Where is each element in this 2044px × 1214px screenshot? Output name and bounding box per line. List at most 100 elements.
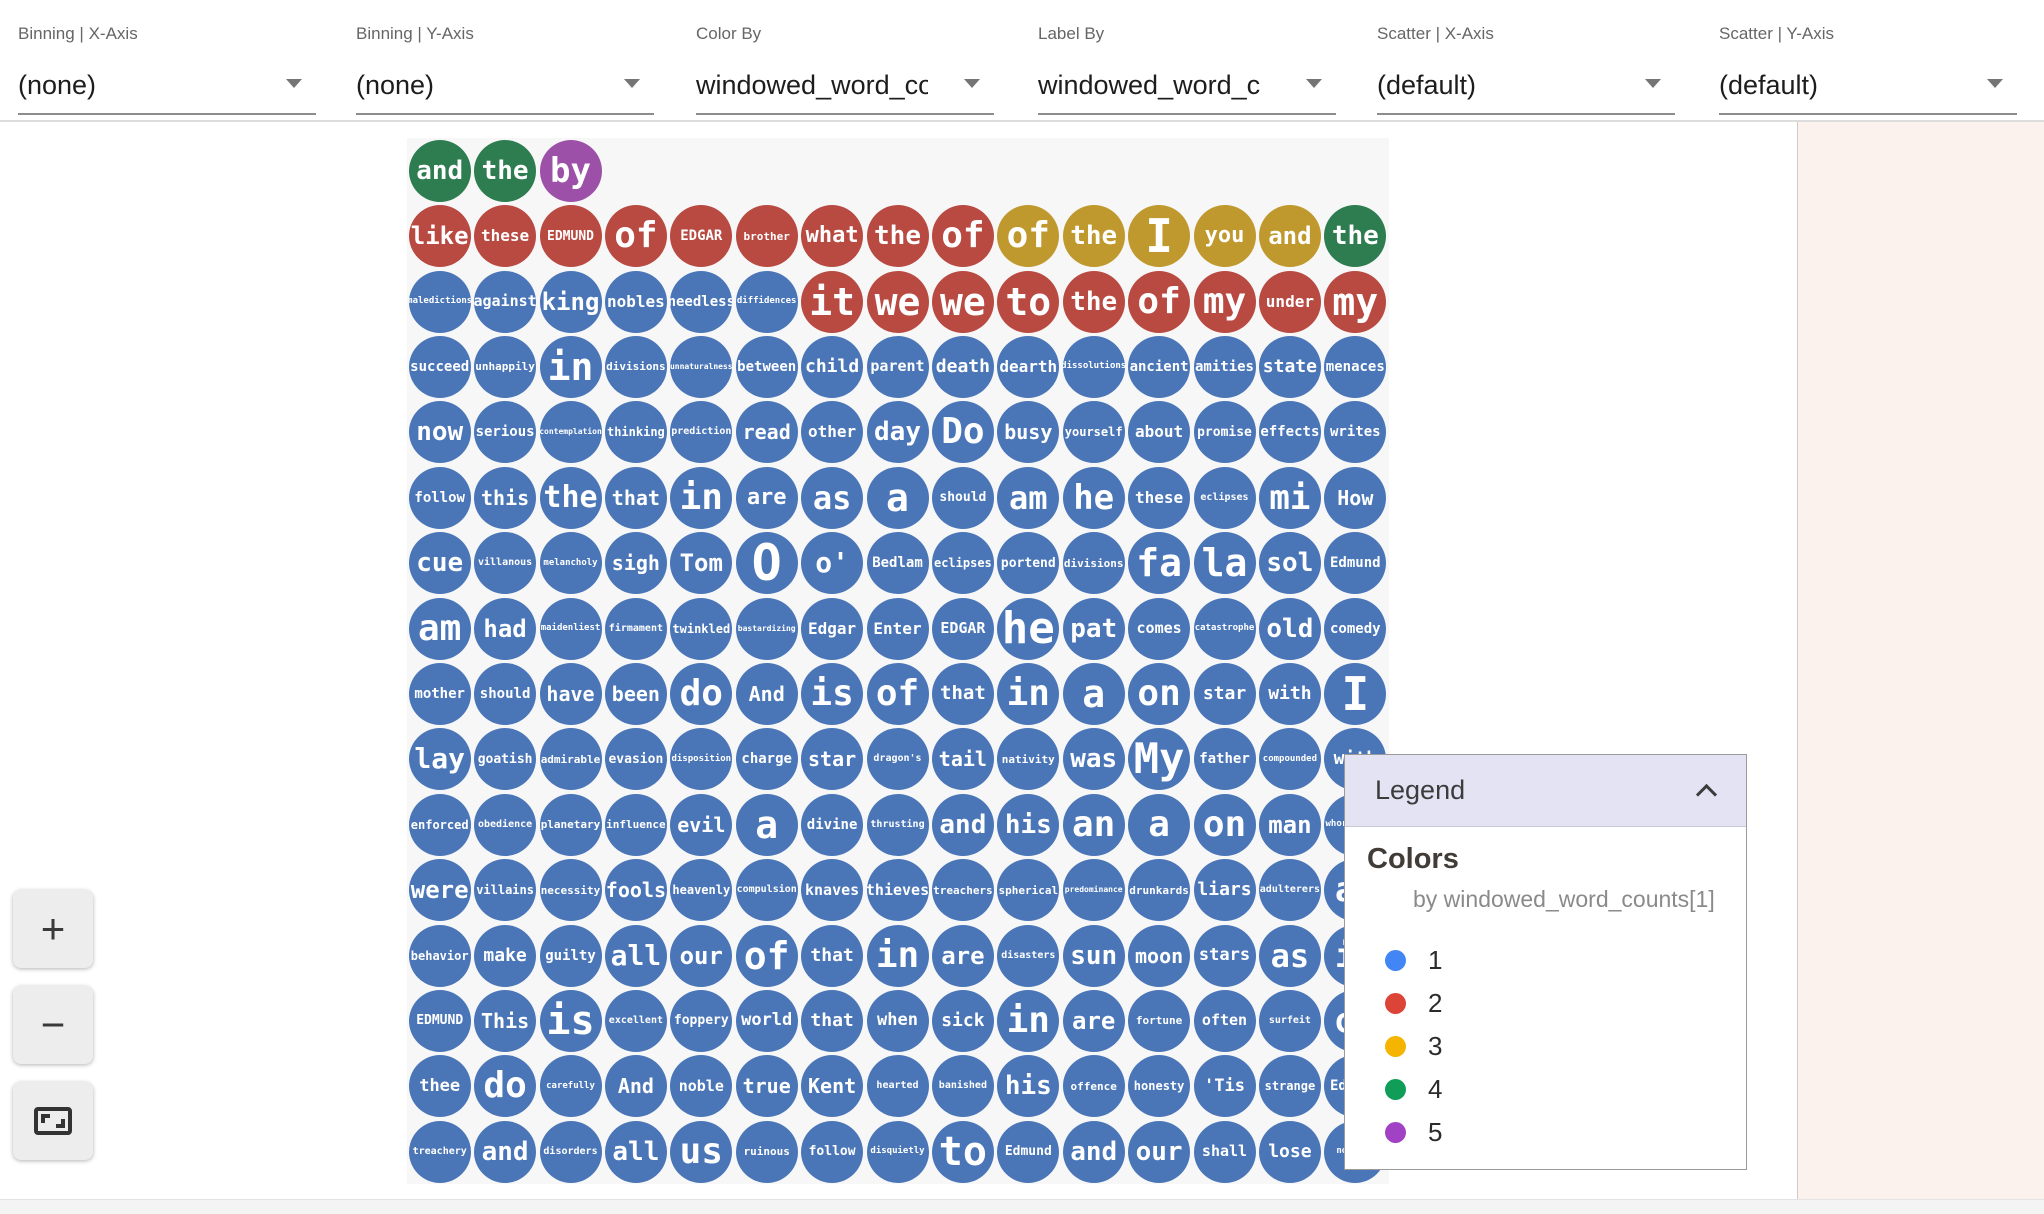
word-bubble[interactable]: cue (408, 532, 471, 595)
word-bubble[interactable]: EDGAR (670, 205, 733, 268)
word-bubble[interactable]: dragon's (866, 728, 929, 791)
word-bubble[interactable]: as (1258, 924, 1321, 987)
word-bubble[interactable]: melancholy (539, 532, 602, 595)
word-bubble[interactable]: compulsion (735, 859, 798, 922)
word-bubble[interactable]: treachery (408, 1120, 471, 1183)
word-bubble[interactable]: was (1062, 728, 1125, 791)
word-bubble[interactable]: under (1258, 270, 1321, 333)
word-bubble[interactable]: strange (1258, 1055, 1321, 1118)
word-bubble[interactable]: true (735, 1055, 798, 1118)
word-bubble[interactable]: spherical (997, 859, 1060, 922)
legend-item[interactable]: 4 (1367, 1068, 1746, 1111)
word-bubble[interactable]: liars (1193, 859, 1256, 922)
word-bubble[interactable]: surfeit (1258, 989, 1321, 1052)
word-bubble[interactable]: have (539, 662, 602, 725)
word-bubble[interactable]: predominance (1062, 859, 1125, 922)
word-bubble[interactable]: And (735, 662, 798, 725)
word-bubble[interactable]: he (1062, 466, 1125, 529)
word-bubble[interactable]: the (1062, 205, 1125, 268)
word-bubble[interactable]: 'Tis (1193, 1055, 1256, 1118)
word-bubble[interactable]: follow (801, 1120, 864, 1183)
word-bubble[interactable]: compounded (1258, 728, 1321, 791)
word-bubble[interactable]: divisions (604, 335, 667, 398)
word-bubble[interactable]: had (474, 597, 537, 660)
word-bubble[interactable]: in (866, 924, 929, 987)
word-bubble[interactable]: death (931, 335, 994, 398)
word-bubble[interactable]: o' (801, 532, 864, 595)
word-bubble[interactable]: planetary (539, 793, 602, 856)
word-bubble[interactable]: often (1193, 989, 1256, 1052)
word-bubble[interactable]: am (997, 466, 1060, 529)
word-bubble[interactable]: moon (1128, 924, 1191, 987)
word-bubble[interactable]: a (735, 793, 798, 856)
word-bubble[interactable]: is (801, 662, 864, 725)
dropdown-color-by[interactable]: Color By windowed_word_counts[1] (696, 24, 994, 115)
word-bubble[interactable]: our (1128, 1120, 1191, 1183)
word-bubble[interactable]: that (801, 989, 864, 1052)
word-bubble[interactable]: world (735, 989, 798, 1052)
word-bubble[interactable]: thee (408, 1055, 471, 1118)
legend-header[interactable]: Legend (1345, 755, 1746, 827)
word-bubble[interactable]: divisions (1062, 532, 1125, 595)
word-bubble[interactable]: in (670, 466, 733, 529)
word-bubble[interactable]: ruinous (735, 1120, 798, 1183)
word-bubble[interactable]: Edgar (801, 597, 864, 660)
word-bubble[interactable]: day (866, 401, 929, 464)
zoom-in-button[interactable]: + (13, 890, 93, 968)
word-bubble[interactable]: we (866, 270, 929, 333)
word-bubble[interactable]: of (604, 205, 667, 268)
word-bubble[interactable]: contemplation (539, 401, 602, 464)
word-bubble[interactable]: disasters (997, 924, 1060, 987)
word-bubble[interactable]: shall (1193, 1120, 1256, 1183)
word-bubble[interactable]: other (801, 401, 864, 464)
dropdown-label-by[interactable]: Label By windowed_word_c (1038, 24, 1336, 115)
word-bubble[interactable]: admirable (539, 728, 602, 791)
word-bubble[interactable]: sol (1258, 532, 1321, 595)
word-bubble[interactable]: these (1128, 466, 1191, 529)
word-bubble[interactable]: Tom (670, 532, 733, 595)
word-bubble[interactable]: follow (408, 466, 471, 529)
word-bubble[interactable]: EDGAR (931, 597, 994, 660)
word-bubble[interactable]: fools (604, 859, 667, 922)
word-bubble[interactable]: menaces (1324, 335, 1387, 398)
word-bubble[interactable]: amities (1193, 335, 1256, 398)
word-bubble[interactable]: Do (931, 401, 994, 464)
word-bubble[interactable]: effects (1258, 401, 1321, 464)
word-bubble[interactable]: busy (997, 401, 1060, 464)
word-bubble[interactable]: were (408, 859, 471, 922)
word-bubble[interactable]: to (931, 1120, 994, 1183)
word-bubble[interactable]: evasion (604, 728, 667, 791)
word-bubble[interactable]: stars (1193, 924, 1256, 987)
word-bubble[interactable]: maidenliest (539, 597, 602, 660)
dropdown-scatter-x-axis[interactable]: Scatter | X-Axis (default) (1377, 24, 1675, 115)
word-bubble[interactable]: necessity (539, 859, 602, 922)
word-bubble[interactable]: How (1324, 466, 1387, 529)
word-bubble[interactable]: knaves (801, 859, 864, 922)
word-bubble[interactable]: this (474, 466, 537, 529)
word-bubble[interactable]: lay (408, 728, 471, 791)
word-bubble[interactable]: my (1193, 270, 1256, 333)
word-bubble[interactable]: pat (1062, 597, 1125, 660)
word-bubble[interactable]: my (1324, 270, 1387, 333)
word-bubble[interactable]: ancient (1128, 335, 1191, 398)
word-bubble[interactable]: father (1193, 728, 1256, 791)
word-bubble[interactable]: fa (1128, 532, 1191, 595)
word-bubble[interactable]: EDMUND (408, 989, 471, 1052)
word-bubble[interactable]: banished (931, 1055, 994, 1118)
word-bubble[interactable]: thrusting (866, 793, 929, 856)
word-bubble[interactable]: disposition (670, 728, 733, 791)
word-bubble[interactable]: I (1128, 205, 1191, 268)
dropdown-binning-x-axis[interactable]: Binning | X-Axis (none) (18, 24, 316, 115)
word-bubble[interactable]: his (997, 1055, 1060, 1118)
word-bubble[interactable]: these (474, 205, 537, 268)
word-bubble[interactable]: star (801, 728, 864, 791)
word-bubble[interactable]: bastardizing (735, 597, 798, 660)
word-bubble[interactable]: on (1193, 793, 1256, 856)
word-bubble[interactable]: now (408, 401, 471, 464)
word-bubble[interactable]: like (408, 205, 471, 268)
word-bubble[interactable]: thieves (866, 859, 929, 922)
zoom-out-button[interactable]: − (13, 986, 93, 1064)
word-bubble[interactable]: comedy (1324, 597, 1387, 660)
word-bubble[interactable]: of (931, 205, 994, 268)
word-bubble[interactable]: eclipses (931, 532, 994, 595)
